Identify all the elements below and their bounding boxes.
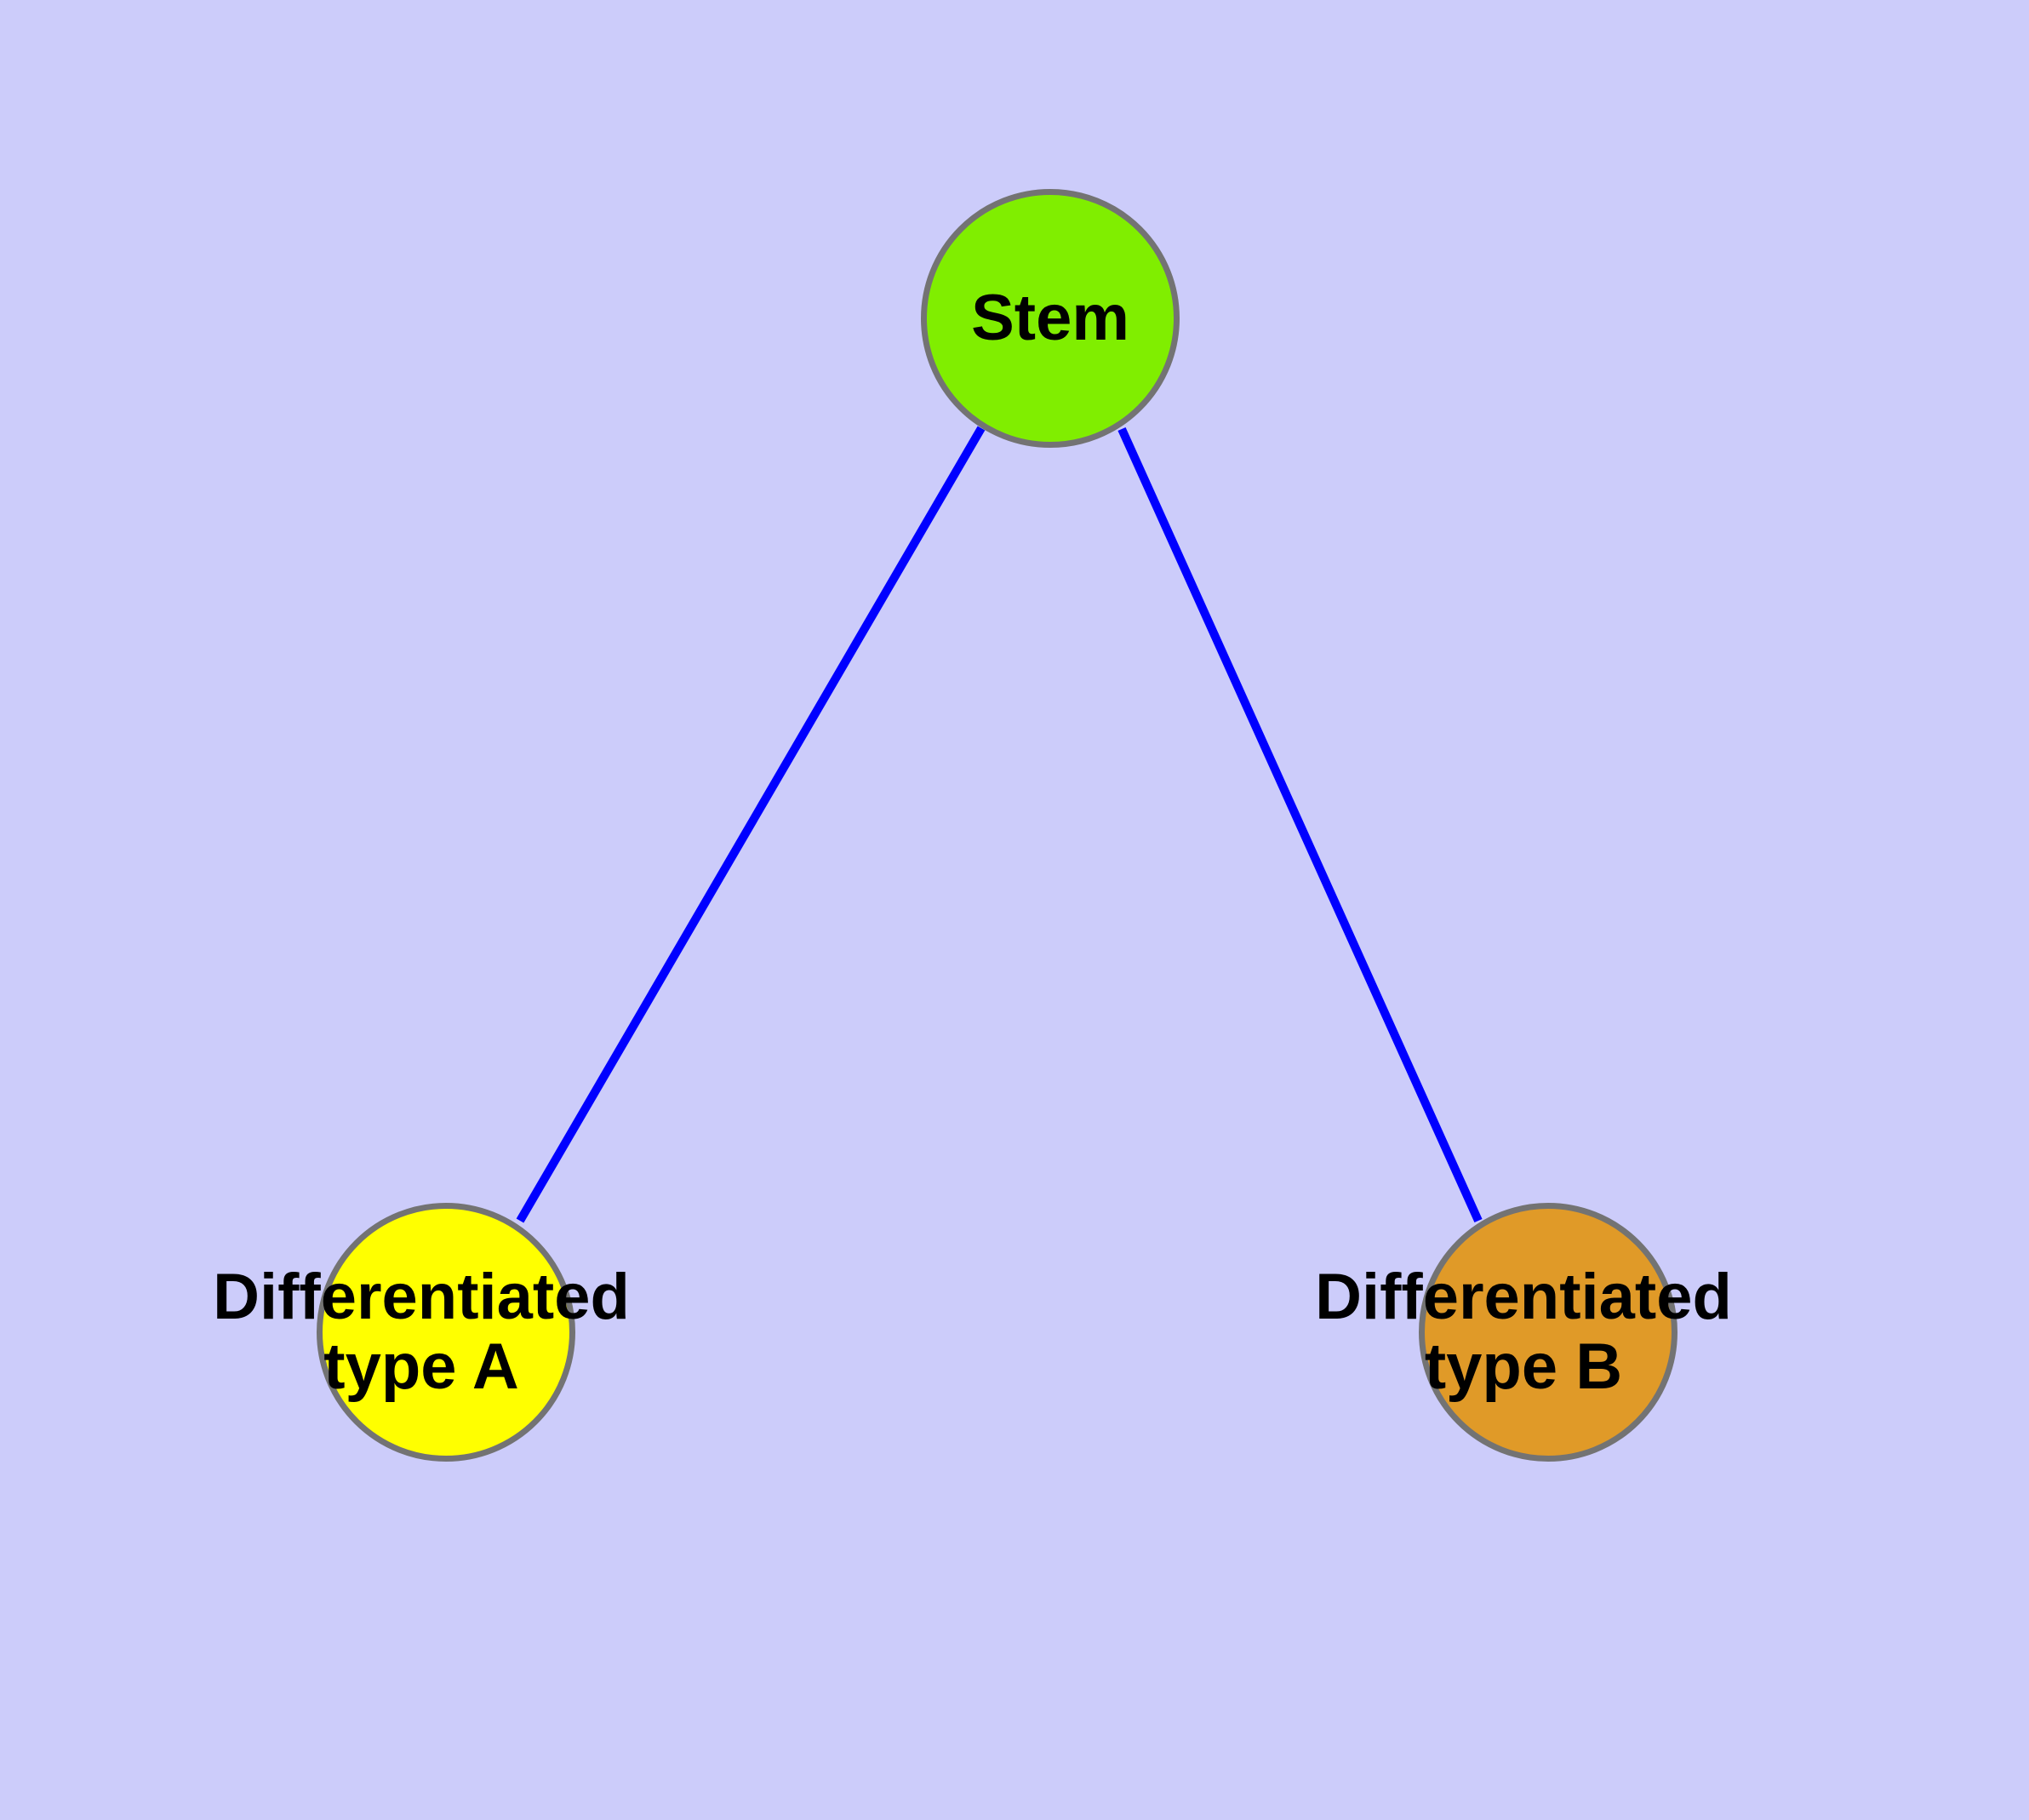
node-stem[interactable]: [921, 189, 1180, 448]
edge-stem-to-differentiated-type-b[interactable]: [1117, 426, 1483, 1223]
edge-stem-to-differentiated-type-a[interactable]: [516, 426, 986, 1223]
node-differentiated-type-b[interactable]: [1419, 1203, 1677, 1462]
nodes-group: [317, 189, 1677, 1462]
node-differentiated-type-a[interactable]: [317, 1203, 575, 1462]
edges-group: [516, 426, 1483, 1223]
